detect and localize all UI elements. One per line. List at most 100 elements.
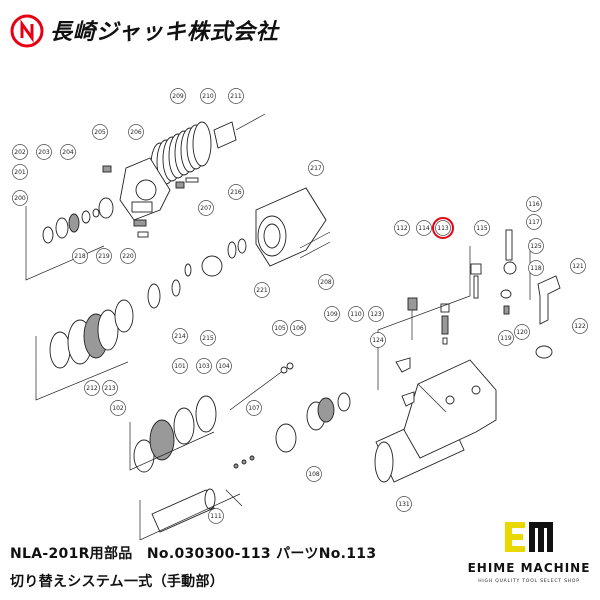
part-label-text: 103 [198, 363, 210, 370]
part-label-text: 120 [516, 329, 528, 336]
part-label-balloon [216, 358, 232, 374]
part-label-balloon [498, 330, 514, 346]
part-label-202: 202 [12, 144, 28, 160]
part-label-text: 124 [372, 337, 384, 344]
part-label-213: 213 [102, 380, 118, 396]
part-label-109: 109 [324, 306, 340, 322]
part-label-text: 105 [274, 325, 286, 332]
part-label-text: 201 [14, 169, 26, 176]
part-label-208: 208 [318, 274, 334, 290]
part-label-balloon [254, 282, 270, 298]
part-label-balloon [110, 400, 126, 416]
part-label-115: 115 [474, 220, 490, 236]
part-label-text: 101 [174, 363, 186, 370]
part-label-201: 201 [12, 164, 28, 180]
part-label-206: 206 [128, 124, 144, 140]
part-label-207: 207 [198, 200, 214, 216]
part-label-text: 206 [130, 129, 142, 136]
part-label-105: 105 [272, 320, 288, 336]
part-label-200: 200 [12, 190, 28, 206]
part-label-122: 122 [572, 318, 588, 334]
part-label-text: 113 [437, 225, 449, 232]
part-label-balloon [128, 124, 144, 140]
part-label-215: 215 [200, 330, 216, 346]
part-label-balloon [570, 258, 586, 274]
part-label-text: 114 [418, 225, 430, 232]
part-label-balloon [290, 320, 306, 336]
part-label-text: 108 [308, 471, 320, 478]
part-label-117: 117 [526, 214, 542, 230]
part-label-balloon [12, 190, 28, 206]
part-label-balloon [12, 144, 28, 160]
part-label-balloon [308, 160, 324, 176]
part-label-221: 221 [254, 282, 270, 298]
upper-left-assembly [25, 113, 331, 401]
exploded-parts-diagram: 200 201 202 203 204 205 206 207 208 209 210 211 212 2… [0, 70, 600, 540]
part-label-text: 212 [86, 385, 98, 392]
diagram-svg: 200 201 202 203 204 205 206 207 208 209 210 211 212 2… [12, 88, 588, 540]
part-label-104: 104 [216, 358, 232, 374]
part-label-balloon [102, 380, 118, 396]
part-label-balloon [36, 144, 52, 160]
part-label-123: 123 [368, 306, 384, 322]
caption-line-2: 切り替えシステム一式（手動部） [10, 574, 225, 590]
part-label-text: 107 [248, 405, 260, 412]
part-label-text: 122 [574, 323, 586, 330]
part-label-106: 106 [290, 320, 306, 336]
part-label-124: 124 [370, 332, 386, 348]
part-label-balloon [170, 88, 186, 104]
part-label-text: 221 [256, 287, 268, 294]
part-label-text: 215 [202, 335, 214, 342]
part-label-210: 210 [200, 88, 216, 104]
part-label-balloon [246, 400, 262, 416]
part-label-114: 114 [416, 220, 432, 236]
part-label-text: 208 [320, 279, 332, 286]
part-label-216: 216 [228, 184, 244, 200]
part-label-balloon [526, 196, 542, 212]
part-number-labels: 200 201 202 203 204 205 206 207 208 209 210 211 212 2… [12, 88, 588, 524]
part-label-balloon [200, 330, 216, 346]
part-label-119: 119 [498, 330, 514, 346]
part-label-text: 211 [230, 93, 242, 100]
part-label-balloon [435, 220, 451, 236]
part-label-text: 123 [370, 311, 382, 318]
part-label-balloon [396, 496, 412, 512]
part-label-212: 212 [84, 380, 100, 396]
part-label-131: 131 [396, 496, 412, 512]
part-label-text: 202 [14, 149, 26, 156]
part-label-text: 205 [94, 129, 106, 136]
part-label-text: 112 [396, 225, 408, 232]
part-label-text: 117 [528, 219, 540, 226]
part-label-204: 204 [60, 144, 76, 160]
part-label-120: 120 [514, 324, 530, 340]
brand-tagline: HIGH QUALITY TOOL SELECT SHOP [478, 579, 580, 584]
part-label-balloon [198, 200, 214, 216]
part-label-balloon [84, 380, 100, 396]
part-label-107: 107 [246, 400, 262, 416]
part-label-balloon [416, 220, 432, 236]
part-label-balloon [514, 324, 530, 340]
part-label-203: 203 [36, 144, 52, 160]
part-label-text: 216 [230, 189, 242, 196]
part-label-text: 121 [572, 263, 584, 270]
part-label-121: 121 [570, 258, 586, 274]
part-label-text: 118 [530, 265, 542, 272]
part-label-111: 111 [208, 508, 224, 524]
lower-middle-assembly [129, 362, 465, 540]
brand-name: EHIME MACHINE [467, 561, 591, 575]
right-block-assembly [377, 229, 561, 459]
part-label-balloon [526, 214, 542, 230]
part-label-text: 218 [74, 253, 86, 260]
part-label-text: 209 [172, 93, 184, 100]
part-label-balloon [228, 184, 244, 200]
part-label-balloon [394, 220, 410, 236]
part-label-balloon [72, 248, 88, 264]
part-label-text: 200 [14, 195, 26, 202]
ns-logo-icon [10, 14, 44, 48]
part-label-text: 116 [528, 201, 540, 208]
part-label-112: 112 [394, 220, 410, 236]
part-label-text: 219 [98, 253, 110, 260]
part-label-110: 110 [348, 306, 364, 322]
part-label-text: 203 [38, 149, 50, 156]
part-label-text: 220 [122, 253, 134, 260]
